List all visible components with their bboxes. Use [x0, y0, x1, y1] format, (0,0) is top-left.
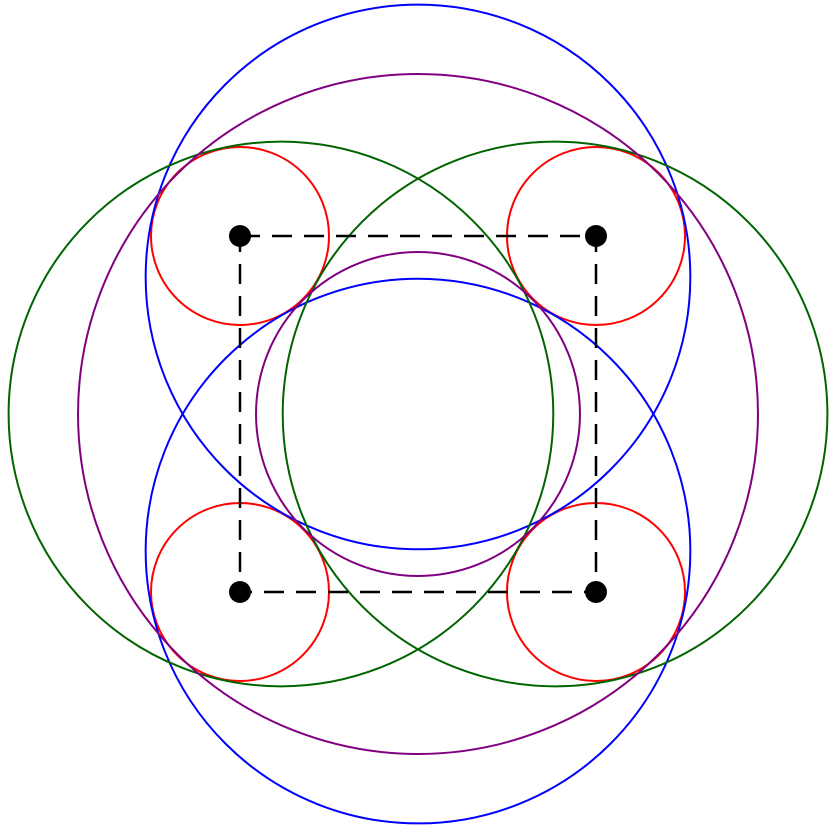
green-circle-right: [281, 140, 829, 688]
circles-layer: [7, 3, 829, 825]
vertex-bottom-right: [585, 581, 607, 603]
blue-circle-top: [144, 3, 692, 551]
vertex-bottom-left: [229, 581, 251, 603]
purple-circle-inner: [255, 251, 581, 577]
dashed-square: [238, 234, 598, 594]
vertex-top-right: [585, 225, 607, 247]
blue-circle-bottom: [144, 277, 692, 825]
purple-circle-outer: [77, 73, 759, 755]
dashed-square-layer: [238, 234, 598, 594]
vertices-layer: [229, 225, 607, 603]
green-circle-left: [7, 140, 555, 688]
red-circle-top-left: [150, 146, 330, 326]
vertex-top-left: [229, 225, 251, 247]
